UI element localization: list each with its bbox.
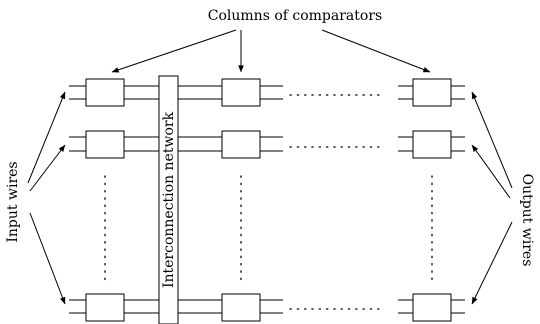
- comparator: [412, 293, 452, 322]
- columns-of-comparators-label: Columns of comparators: [208, 8, 382, 24]
- comparator: [221, 130, 261, 159]
- interconnection-network-label: Interconnection network: [161, 111, 177, 288]
- arrow-to-output-row-n: [471, 221, 513, 305]
- arrow-to-input-row-2: [29, 144, 66, 192]
- vertical-ellipses: [104, 175, 433, 281]
- input-arrows: [27, 91, 66, 305]
- arrow-to-input-row-n: [29, 212, 66, 305]
- comparators: [85, 78, 452, 322]
- wires: [69, 85, 465, 314]
- comparator: [221, 78, 261, 107]
- comparator: [221, 293, 261, 322]
- horizontal-ellipses: [289, 94, 384, 310]
- arrow-to-output-row-2: [471, 144, 511, 199]
- top-arrows: [111, 29, 431, 73]
- comparator: [412, 78, 452, 107]
- input-wires-label: Input wires: [5, 161, 21, 242]
- comparator: [85, 78, 125, 107]
- comparator: [85, 293, 125, 322]
- interconnection-network-bar: [158, 75, 179, 324]
- comparator: [412, 130, 452, 159]
- output-arrows: [471, 91, 513, 305]
- comparator: [85, 130, 125, 159]
- output-wires-label: Output wires: [519, 174, 535, 267]
- arrow-to-input-row-1: [27, 91, 66, 184]
- arrow-to-output-row-1: [471, 91, 513, 189]
- arrow-to-column-last: [321, 29, 431, 73]
- arrow-to-column-1: [111, 29, 237, 73]
